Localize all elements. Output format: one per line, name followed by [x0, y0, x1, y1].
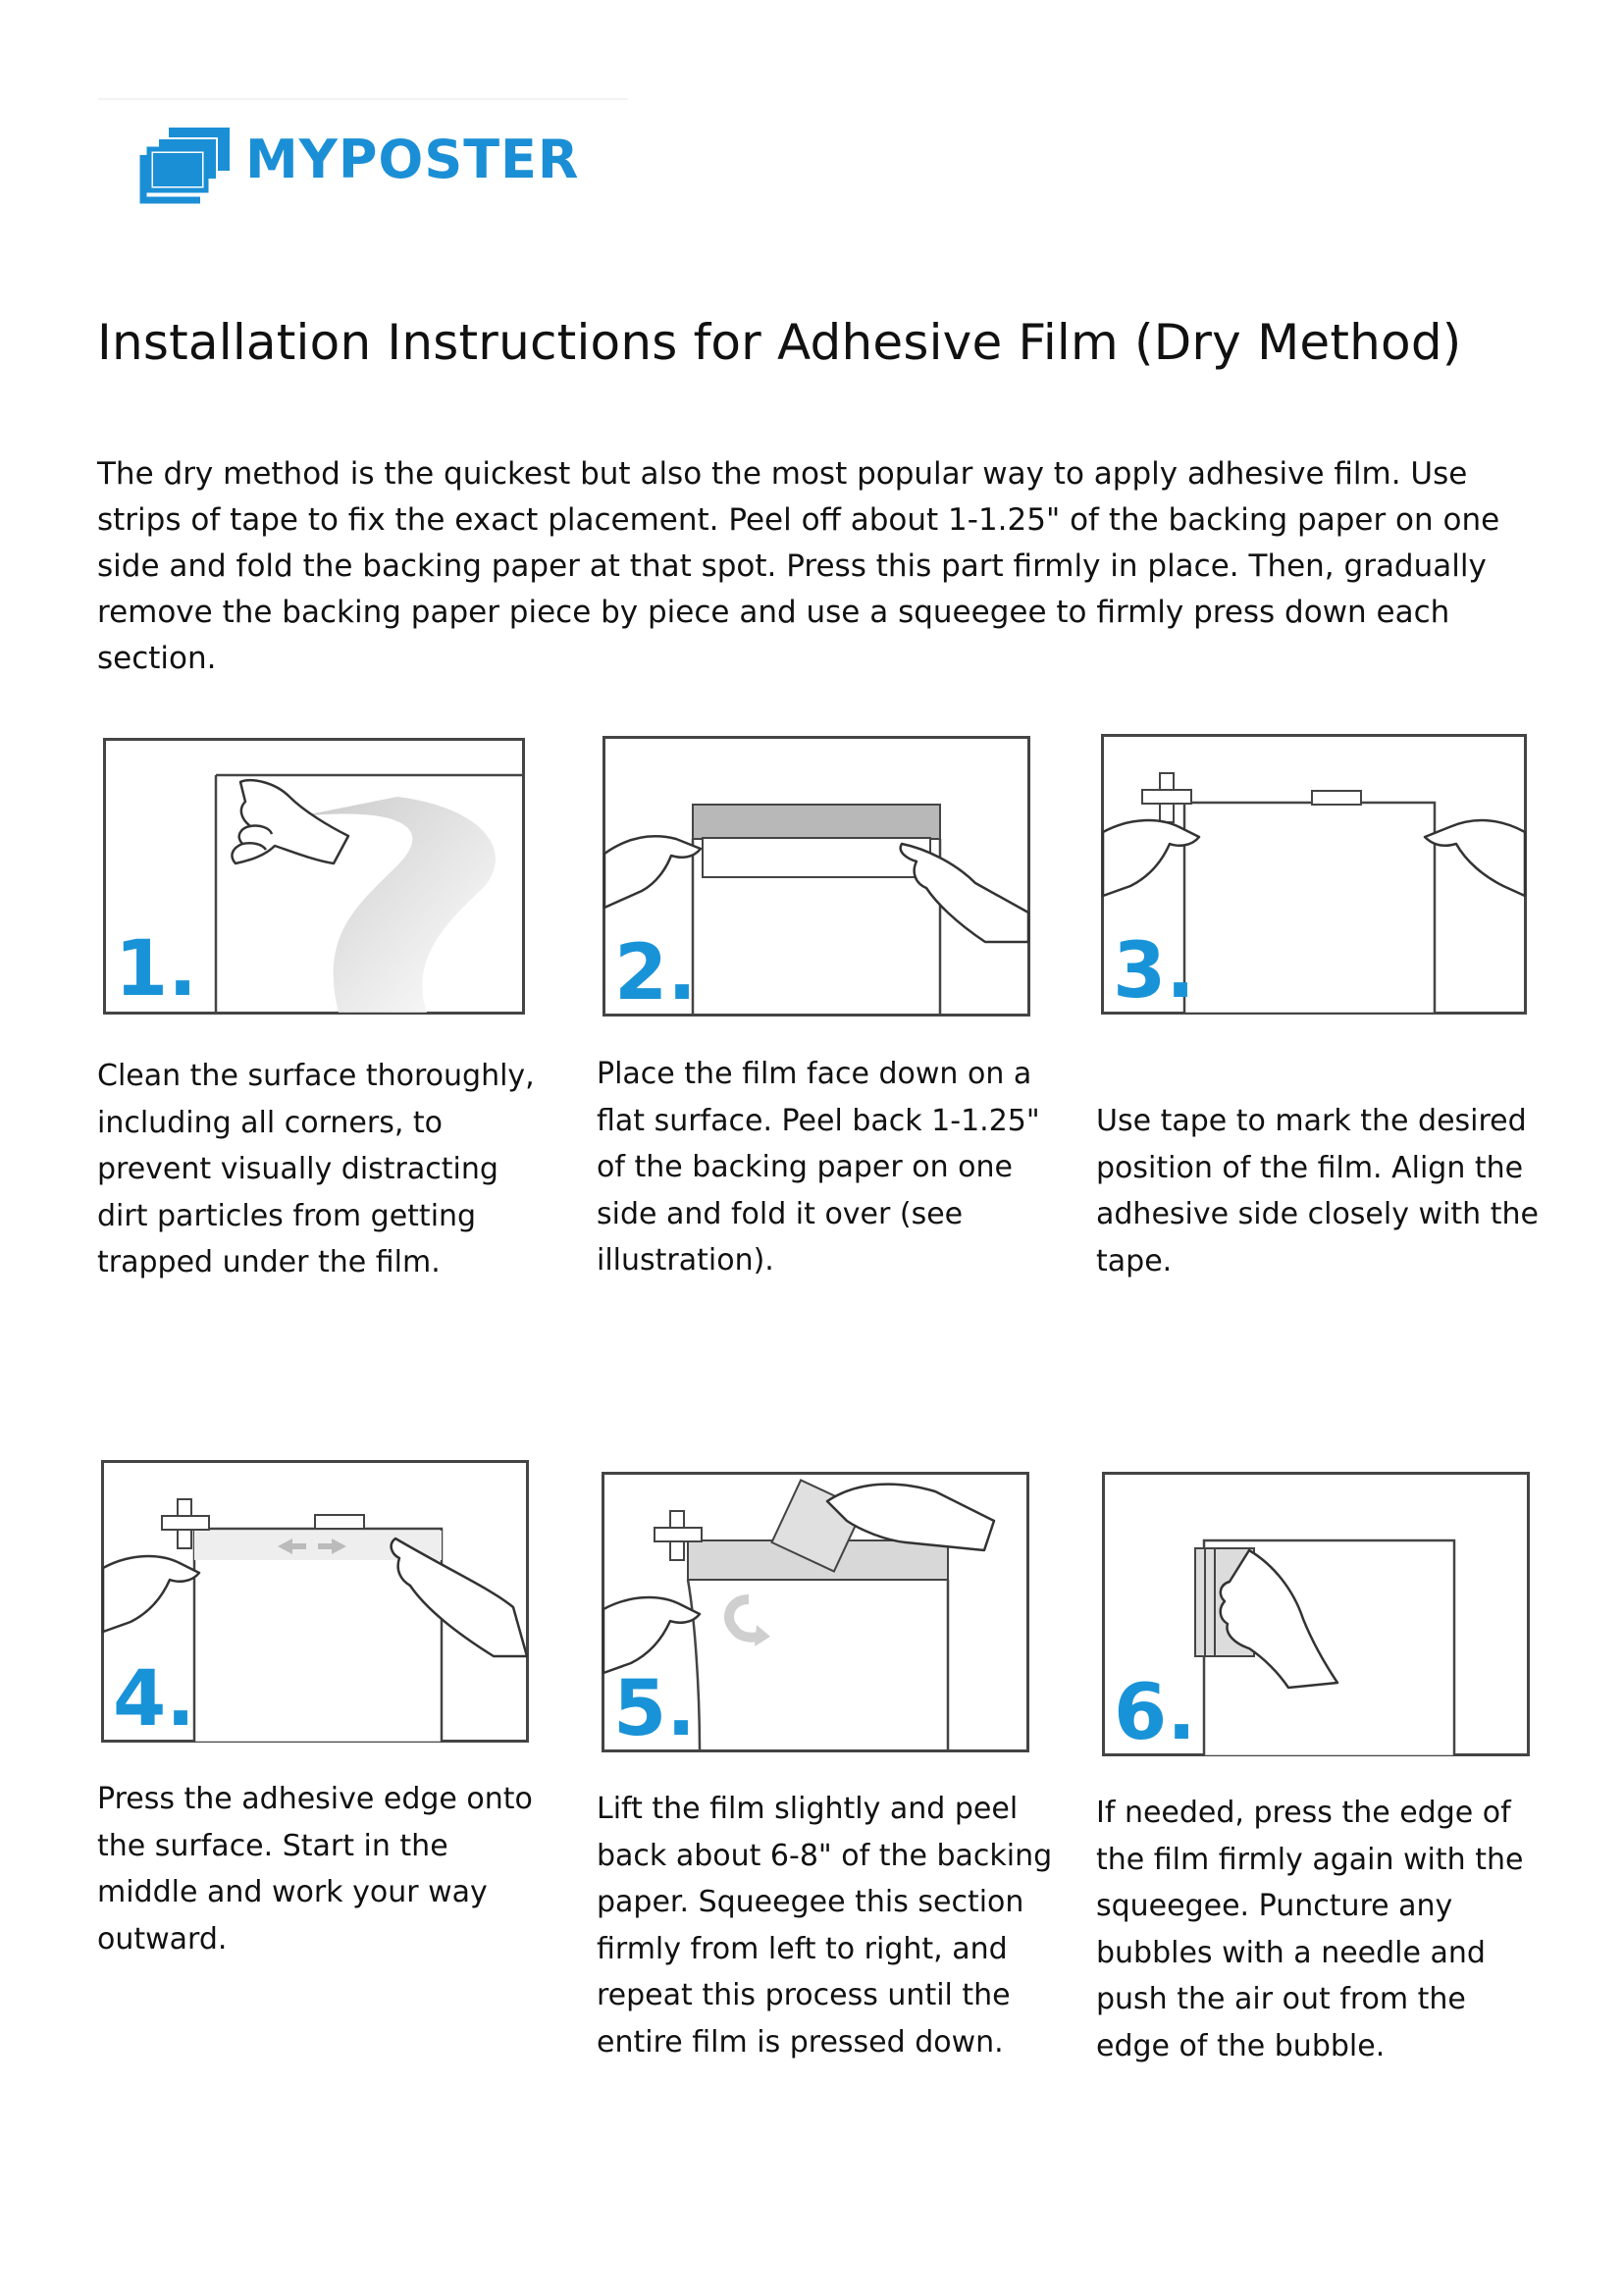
step-number: 6. [1114, 1669, 1196, 1756]
step-2-illustration: 2. [602, 736, 1030, 1017]
intro-paragraph: The dry method is the quickest but also … [97, 456, 1500, 676]
arrow-icon [278, 1539, 346, 1554]
tape-icon [654, 1510, 703, 1561]
step-1-text: Clean the surface thoroughly, including … [97, 1059, 535, 1279]
step-3-illustration: 3. [1101, 734, 1527, 1015]
step-5-illustration: 5. [602, 1472, 1029, 1752]
hand-icon [231, 778, 350, 865]
step-5-text: Lift the film slightly and peel back abo… [597, 1792, 1053, 2060]
myposter-logo-icon [139, 128, 230, 204]
step-1-illustration: 1. [103, 738, 525, 1015]
page-title: Installation Instructions for Adhesive F… [97, 314, 1462, 371]
step-number: 3. [1113, 927, 1195, 1015]
step-3-text: Use tape to mark the desired position of… [1096, 1104, 1539, 1278]
step-6-text: If needed, press the edge of the film fi… [1096, 1796, 1524, 2063]
brand-logo: MYPOSTER [98, 98, 628, 216]
step-6-illustration: 6. [1102, 1472, 1530, 1756]
step-2-text: Place the film face down on a flat surfa… [597, 1057, 1040, 1278]
hand-icon [101, 1537, 529, 1658]
step-number: 2. [614, 929, 697, 1017]
tape-icon [161, 1498, 365, 1549]
hand-icon [602, 834, 1030, 944]
arrow-icon [724, 1594, 760, 1643]
step-number: 4. [113, 1655, 195, 1743]
hand-icon [602, 1483, 996, 1675]
hand-icon [1101, 818, 1527, 898]
tape-icon [1141, 772, 1362, 823]
logo-top-rule [98, 98, 628, 100]
step-4-illustration: 4. [101, 1460, 529, 1743]
step-number: 5. [613, 1665, 696, 1752]
step-4-text: Press the adhesive edge onto the surface… [97, 1782, 533, 1956]
brand-name: MYPOSTER [245, 129, 580, 190]
hand-icon [1219, 1548, 1339, 1690]
step-number: 1. [115, 925, 197, 1014]
